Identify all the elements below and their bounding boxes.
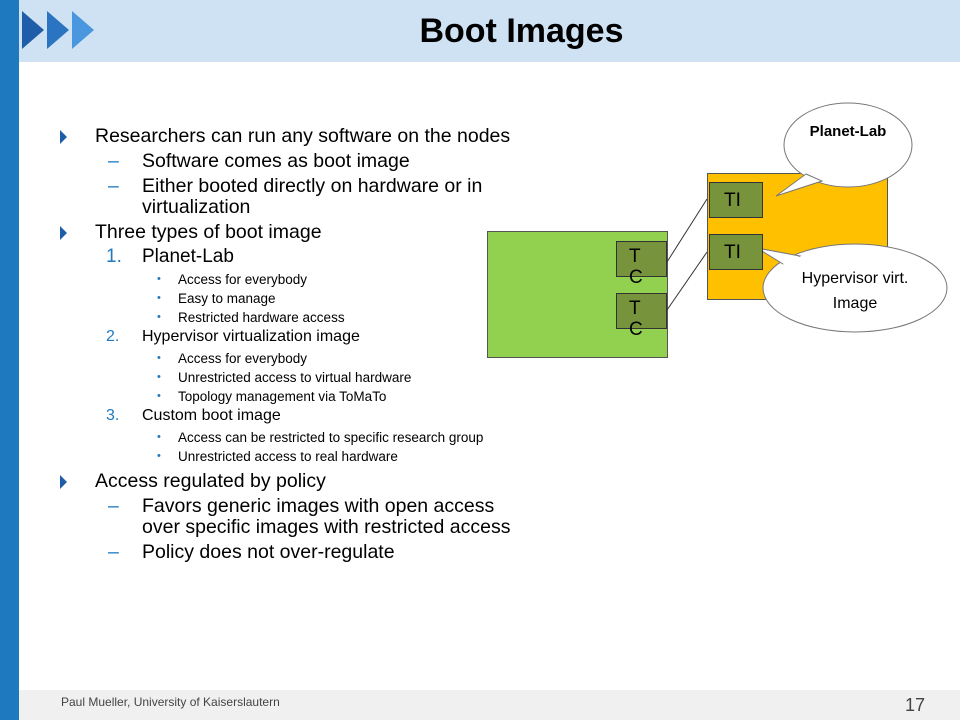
tc-box: T C	[616, 241, 667, 288]
numbered-item: 2. Hypervisor virtualization image	[58, 327, 528, 346]
bullet-text: Unrestricted access to virtual hardware	[178, 370, 412, 385]
dot-bullet-icon: •	[157, 311, 161, 323]
triangle-bullet-icon	[60, 226, 67, 240]
dot-bullet-icon: •	[157, 371, 161, 383]
bullet-item: Access regulated by policy	[58, 471, 528, 492]
dot-bullet-item: • Access can be restricted to specific re…	[58, 430, 528, 445]
item-number: 1.	[106, 246, 122, 267]
tc-label: T C	[629, 246, 643, 288]
dot-bullet-item: • Easy to manage	[58, 291, 528, 306]
dot-bullet-icon: •	[157, 450, 161, 462]
triangle-bullet-icon	[60, 475, 67, 489]
bullet-text: Access for everybody	[178, 272, 308, 287]
footer-band	[19, 690, 960, 720]
dot-bullet-item: • Access for everybody	[58, 272, 528, 287]
sub-bullet-item: – Favors generic images with open access …	[58, 496, 528, 538]
connector-line	[666, 198, 708, 263]
bullet-text: Custom boot image	[142, 407, 281, 424]
dash-bullet-icon: –	[108, 541, 119, 563]
numbered-item: 3. Custom boot image	[58, 406, 528, 425]
page-number: 17	[904, 695, 925, 715]
dash-bullet-icon: –	[108, 175, 119, 197]
ti-box: TI	[709, 182, 763, 218]
ti-label: TI	[724, 242, 741, 263]
connector-line	[666, 251, 708, 311]
bullet-text: Three types of boot image	[95, 221, 322, 243]
sub-bullet-item: – Either booted directly on hardware or i…	[58, 176, 528, 218]
numbered-item: 1. Planet-Lab	[58, 246, 528, 267]
bullet-text: Planet-Lab	[142, 246, 234, 267]
bullet-text: Access can be restricted to specific res…	[178, 430, 484, 445]
dash-bullet-icon: –	[108, 495, 119, 517]
sub-bullet-item: – Policy does not over-regulate	[58, 542, 528, 563]
ti-label: TI	[724, 190, 741, 211]
bullet-text: Access for everybody	[178, 351, 308, 366]
bullet-text: Either booted directly on hardware or in…	[142, 175, 483, 218]
ti-box: TI	[709, 234, 763, 270]
bullet-item: Three types of boot image	[58, 222, 528, 243]
item-number: 3.	[106, 407, 120, 424]
bullet-text: Topology management via ToMaTo	[178, 389, 387, 404]
tc-label: T C	[629, 298, 643, 340]
bullet-text: Hypervisor virtualization image	[142, 328, 360, 345]
dot-bullet-icon: •	[157, 431, 161, 443]
dash-bullet-icon: –	[108, 150, 119, 172]
bullet-text: Researchers can run any software on the …	[95, 125, 511, 147]
chevron-icon	[47, 11, 69, 49]
dot-bullet-icon: •	[157, 292, 161, 304]
dot-bullet-item: • Topology management via ToMaTo	[58, 389, 528, 404]
tc-box: T C	[616, 293, 667, 340]
dot-bullet-icon: •	[157, 273, 161, 285]
bullet-text: Favors generic images with open access o…	[142, 495, 511, 538]
bullet-text: Access regulated by policy	[95, 470, 326, 492]
dot-bullet-item: • Unrestricted access to real hardware	[58, 449, 528, 464]
dot-bullet-item: • Unrestricted access to virtual hardware	[58, 370, 528, 385]
bullet-text: Policy does not over-regulate	[142, 541, 395, 563]
slide-title: Boot Images	[419, 12, 624, 50]
item-number: 2.	[106, 328, 120, 345]
header-band	[19, 0, 960, 62]
hypervisor-callout-text: Hypervisor virt. Image	[801, 270, 909, 312]
chevron-icon	[22, 11, 44, 49]
dot-bullet-icon: •	[157, 390, 161, 402]
planetlab-callout-text: Planet-Lab	[809, 123, 887, 140]
dot-bullet-item: • Access for everybody	[58, 351, 528, 366]
bullet-text: Unrestricted access to real hardware	[178, 449, 398, 464]
left-accent-bar	[0, 0, 19, 720]
hypervisor-callout	[756, 243, 948, 333]
planetlab-callout	[775, 102, 913, 197]
triangle-bullet-icon	[60, 130, 67, 144]
bullet-text: Restricted hardware access	[178, 310, 345, 325]
bullet-list: Researchers can run any software on the …	[58, 122, 528, 563]
bullet-text: Software comes as boot image	[142, 150, 410, 172]
chevron-icon	[72, 11, 94, 49]
dot-bullet-item: • Restricted hardware access	[58, 310, 528, 325]
bullet-text: Easy to manage	[178, 291, 276, 306]
bullet-item: Researchers can run any software on the …	[58, 126, 528, 147]
sub-bullet-item: – Software comes as boot image	[58, 151, 528, 172]
footer-author: Paul Mueller, University of Kaiserslaute…	[61, 695, 280, 709]
dot-bullet-icon: •	[157, 352, 161, 364]
